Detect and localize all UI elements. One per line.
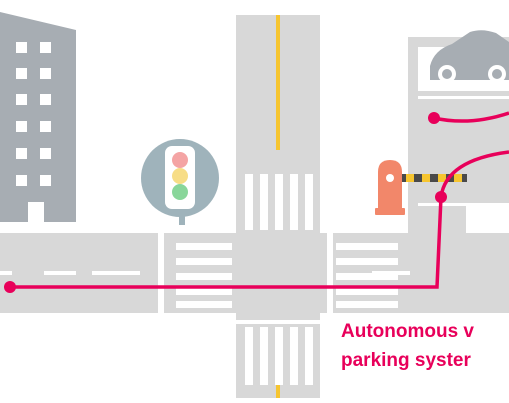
caption-line-1: Autonomous v bbox=[341, 321, 474, 342]
caption-line-2: parking syster bbox=[341, 350, 471, 371]
crosswalk-south bbox=[245, 327, 313, 385]
crosswalk-north bbox=[245, 174, 313, 230]
crosswalk-west bbox=[176, 243, 232, 308]
route-start-marker bbox=[4, 281, 16, 293]
traffic-light-icon bbox=[141, 139, 219, 225]
office-building-icon bbox=[0, 12, 76, 222]
crosswalk-east bbox=[336, 243, 398, 308]
route-parking-marker bbox=[428, 112, 440, 124]
route-gate-marker bbox=[435, 191, 447, 203]
car-icon bbox=[430, 30, 509, 83]
autonomous-route bbox=[10, 111, 509, 289]
